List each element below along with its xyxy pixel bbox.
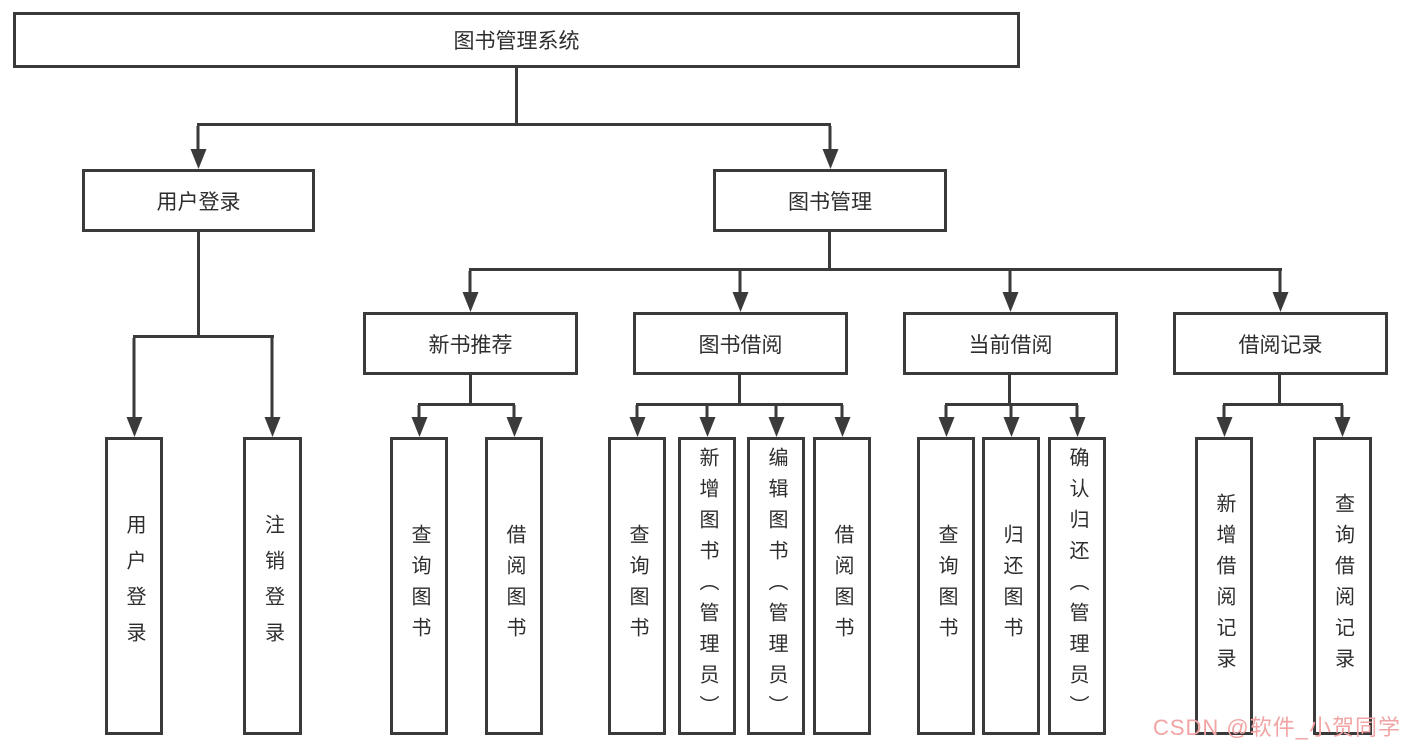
arrow-shaft [1278, 271, 1282, 292]
arrow-head-icon [411, 417, 427, 437]
arrow-shaft [635, 405, 639, 417]
connector-arrow [699, 405, 716, 437]
arrow-head-icon [732, 292, 748, 312]
leaf-query-books-3: 查询图书 [917, 437, 975, 735]
leaf-logout: 注销登录 [243, 437, 302, 735]
arrow-head-icon [1002, 292, 1018, 312]
arrow-head-icon [1003, 417, 1019, 437]
connector-arrow [732, 271, 749, 312]
arrow-shaft [512, 405, 516, 417]
arrow-shaft [1222, 405, 1226, 417]
leaf-return-books: 归还图书 [982, 437, 1040, 735]
arrow-shaft [1340, 405, 1344, 417]
arrow-shaft [840, 405, 844, 417]
arrow-shaft [1008, 271, 1012, 292]
watermark: CSDN @软件_小贺同学 [1152, 715, 1401, 740]
leaf-add-books-admin: 新增图书（管理员） [678, 437, 736, 735]
node-current-borrowing: 当前借阅 [903, 312, 1118, 375]
leaf-query-books-2: 查询图书 [608, 437, 666, 735]
node-borrowing-records: 借阅记录 [1173, 312, 1388, 375]
arrow-shaft [270, 338, 274, 417]
arrow-head-icon [699, 417, 715, 437]
connector-arrow [264, 338, 281, 437]
connector-arrow [462, 271, 479, 312]
connector-arrow [1216, 405, 1233, 437]
leaf-confirm-return-admin: 确认归还（管理员） [1048, 437, 1106, 735]
arrow-head-icon [834, 417, 850, 437]
node-book-borrowing: 图书借阅 [633, 312, 848, 375]
connector-arrow [1002, 271, 1019, 312]
arrow-head-icon [768, 417, 784, 437]
connector-arrow [126, 338, 143, 437]
connector-line [197, 123, 831, 126]
arrow-shaft [1075, 405, 1079, 417]
arrow-shaft [417, 405, 421, 417]
arrow-shaft [1009, 405, 1013, 417]
connector-arrow [190, 126, 207, 169]
connector-line [469, 375, 472, 405]
connector-arrow [506, 405, 523, 437]
node-book-management: 图书管理 [713, 169, 947, 232]
leaf-edit-books-admin: 编辑图书（管理员） [747, 437, 805, 735]
node-new-book-recommend: 新书推荐 [363, 312, 578, 375]
connector-line [515, 68, 518, 123]
connector-line [738, 375, 741, 405]
connector-arrow [1334, 405, 1351, 437]
arrow-head-icon [938, 417, 954, 437]
arrow-shaft [705, 405, 709, 417]
arrow-head-icon [1069, 417, 1085, 437]
connector-arrow [938, 405, 955, 437]
leaf-add-borrow-record: 新增借阅记录 [1195, 437, 1253, 735]
arrow-head-icon [1334, 417, 1350, 437]
connector-arrow [822, 126, 839, 169]
connector-line [469, 268, 1282, 271]
connector-line [636, 403, 843, 406]
connector-arrow [1272, 271, 1289, 312]
connector-line [418, 403, 515, 406]
connector-line [197, 232, 200, 335]
node-library-management-system: 图书管理系统 [13, 12, 1020, 68]
arrow-shaft [196, 126, 200, 149]
arrow-head-icon [462, 292, 478, 312]
arrow-head-icon [822, 149, 838, 169]
leaf-borrow-books-1: 借阅图书 [485, 437, 543, 735]
arrow-shaft [774, 405, 778, 417]
node-user-login: 用户登录 [82, 169, 315, 232]
connector-line [1223, 403, 1343, 406]
arrow-head-icon [629, 417, 645, 437]
arrow-head-icon [264, 417, 280, 437]
connector-arrow [834, 405, 851, 437]
connector-arrow [1069, 405, 1086, 437]
arrow-shaft [944, 405, 948, 417]
arrow-head-icon [126, 417, 142, 437]
leaf-user-login: 用户登录 [105, 437, 163, 735]
connector-arrow [411, 405, 428, 437]
arrow-head-icon [506, 417, 522, 437]
arrow-head-icon [190, 149, 206, 169]
arrow-head-icon [1272, 292, 1288, 312]
connector-arrow [1003, 405, 1020, 437]
leaf-query-borrow-record: 查询借阅记录 [1313, 437, 1372, 735]
connector-line [945, 403, 1078, 406]
connector-arrow [768, 405, 785, 437]
connector-line [1278, 375, 1281, 405]
arrow-head-icon [1216, 417, 1232, 437]
arrow-shaft [132, 338, 136, 417]
leaf-borrow-books-2: 借阅图书 [813, 437, 871, 735]
arrow-shaft [828, 126, 832, 149]
connector-line [828, 232, 831, 271]
connector-line [133, 335, 274, 338]
leaf-query-books-1: 查询图书 [390, 437, 448, 735]
connector-arrow [629, 405, 646, 437]
connector-line [1008, 375, 1011, 405]
arrow-shaft [738, 271, 742, 292]
arrow-shaft [468, 271, 472, 292]
